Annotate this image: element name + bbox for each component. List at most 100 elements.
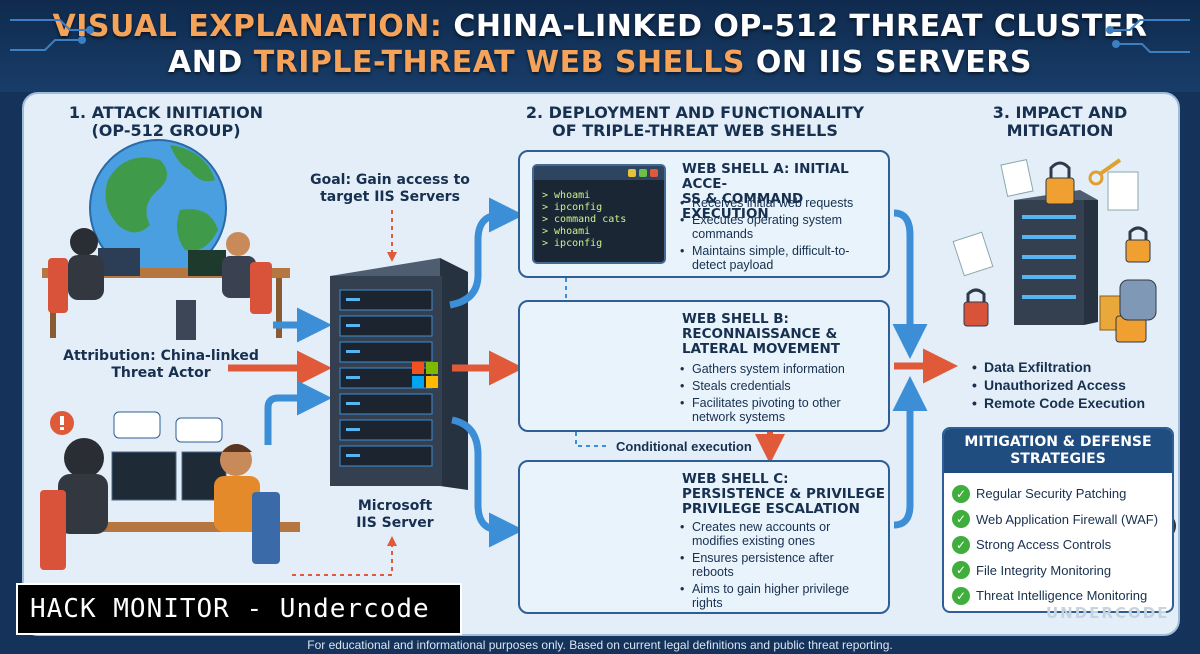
header-circuit-right [1106,19,1190,53]
check-icon: ✓ [952,561,970,580]
attribution-line2: Threat Actor [111,365,211,381]
bullet-line: Facilitates pivoting to other [692,396,841,410]
goal-line2: target IIS Servers [320,189,460,205]
server-tower-icon [330,258,468,490]
web-shell-c-card: WEB SHELL C: PERSISTENCE & PRIVILEGE PRI… [518,460,890,614]
input-arrows [228,307,332,445]
terminal-titlebar [534,166,664,180]
terminal-output: > whoami > ipconfig > command cats > who… [534,180,664,260]
section-2-title-line2: OF TRIPLE-THREAT WEB SHELLS [552,121,838,140]
hacker-desk-top [42,228,290,340]
check-icon: ✓ [952,510,970,529]
header-circuit-left [10,19,94,51]
section-2-title: 2. DEPLOYMENT AND FUNCTIONALITY OF TRIPL… [500,104,890,140]
web-shell-b-title: WEB SHELL B: RECONNAISSANCE & LATERAL MO… [682,312,840,357]
terminal-dot-icon [650,169,658,177]
section-1-title-line2: (OP-512 GROUP) [91,121,241,140]
bullet-line: commands [692,227,754,241]
bullet-line: Creates new accounts or [692,520,831,534]
attribution-label: Attribution: China-linked Threat Actor [46,348,276,382]
terminal-line: > whoami [542,226,591,237]
server-line1: Microsoft [357,498,433,514]
web-shell-a-bullet: Receives initial web requests [680,196,853,210]
terminal-dot-icon [639,169,647,177]
server-label: Microsoft IIS Server [330,498,460,532]
undercode-watermark: UNDERCODE [1046,604,1170,622]
mitigation-title-line2: STRATEGIES [1010,451,1106,467]
mitigation-item: ✓ Strong Access Controls [952,532,1172,558]
impact-item: Remote Code Execution [972,394,1145,412]
bullet-line: reboots [692,565,734,579]
check-icon: ✓ [952,535,970,554]
impact-server-icon [952,158,1157,343]
section-1-title-line1: 1. ATTACK INITIATION [68,103,264,122]
attribution-line1: Attribution: China-linked [63,348,259,364]
title-highlight-1: VISUAL EXPLANATION: [52,9,443,44]
section-1-title: 1. ATTACK INITIATION (OP-512 GROUP) [46,104,286,140]
mitigation-item-label: Strong Access Controls [976,537,1112,553]
web-shell-b-title-line1: WEB SHELL B: [682,311,789,327]
goal-label: Goal: Gain access to target IIS Servers [300,172,480,206]
impact-list: Data Exfiltration Unauthorized Access Re… [972,358,1145,412]
header-banner: VISUAL EXPLANATION: CHINA-LINKED OP-512 … [0,0,1200,92]
output-arrows [892,209,958,529]
section-2-title-line1: 2. DEPLOYMENT AND FUNCTIONALITY [525,103,865,122]
web-shell-c-title-line1: WEB SHELL C: [682,471,789,487]
web-shell-a-title-line1: WEB SHELL A: INITIAL ACCE- [682,161,849,192]
bullet-line: Ensures persistence after [692,551,834,565]
mitigation-item-label: File Integrity Monitoring [976,562,1112,578]
goal-line1: Goal: Gain access to [310,172,470,188]
web-shell-c-title: WEB SHELL C: PERSISTENCE & PRIVILEGE PRI… [682,472,885,517]
mitigation-item: ✓ File Integrity Monitoring [952,558,1172,584]
conditional-execution-label: Conditional execution [612,439,756,454]
server-dotted-line [292,536,397,576]
mitigation-box: MITIGATION & DEFENSE STRATEGIES ✓ Regular… [942,427,1174,613]
web-shell-a-bullets: Receives initial web requests Executes o… [680,196,853,275]
hack-monitor-brand: HACK MONITOR - Undercode [16,583,462,635]
title-line-1: VISUAL EXPLANATION: CHINA-LINKED OP-512 … [0,9,1200,44]
bullet-line: detect payload [692,258,774,272]
terminal-line: > command cats [542,214,627,225]
bullet-line: modifies existing ones [692,534,815,548]
web-shell-b-title-line3: LATERAL MOVEMENT [682,341,840,357]
terminal-window: > whoami > ipconfig > command cats > who… [532,164,666,264]
mitigation-item-label: Regular Security Patching [976,486,1127,502]
terminal-dot-icon [628,169,636,177]
check-icon: ✓ [952,586,970,605]
web-shell-c-title-line3: PRIVILEGE ESCALATION [682,501,860,517]
terminal-line: > ipconfig [542,238,603,249]
mitigation-item: ✓Web Application Firewall (WAF) [952,507,1172,533]
section-3-title-line1: 3. IMPACT AND [992,103,1128,122]
web-shell-b-title-line2: RECONNAISSANCE & [682,326,838,342]
web-shell-b-bullets: Gathers system information Steals creden… [680,362,845,427]
conditional-dotted-line [575,432,610,447]
check-icon: ✓ [952,484,970,503]
section-3-title-line2: MITIGATION [1006,121,1114,140]
section-3-title: 3. IMPACT AND MITIGATION [950,104,1170,140]
mitigation-item: ✓ Regular Security Patching [952,481,1172,507]
title-line-2: AND TRIPLE-THREAT WEB SHELLS ON IIS SERV… [0,45,1200,80]
web-shell-b-card: WEB SHELL B: RECONNAISSANCE & LATERAL MO… [518,300,890,432]
title-highlight-2: TRIPLE-THREAT WEB SHELLS [253,45,745,80]
mitigation-list: ✓ Regular Security Patching ✓Web Applicat… [944,473,1172,609]
server-line2: IIS Server [356,515,434,531]
impact-item: Data Exfiltration [972,358,1145,376]
mitigation-title: MITIGATION & DEFENSE STRATEGIES [944,429,1172,473]
footer-disclaimer: For educational and informational purpos… [307,638,893,652]
bullet-line: Maintains simple, difficult-to- [692,244,850,258]
title-text-2a: AND [168,45,243,80]
impact-item: Unauthorized Access [972,376,1145,394]
mitigation-title-line1: MITIGATION & DEFENSE [964,434,1152,450]
bullet-line: rights [692,596,723,610]
bullet-line: Executes operating system [692,213,843,227]
hacker-desk-bottom [40,411,300,570]
mitigation-item-label: Threat Intelligence Monitoring [976,588,1148,604]
terminal-line: > whoami [542,190,591,201]
terminal-line: > ipconfig [542,202,603,213]
shell-arrows [449,197,524,548]
web-shell-b-bullet: Gathers system information [680,362,845,376]
